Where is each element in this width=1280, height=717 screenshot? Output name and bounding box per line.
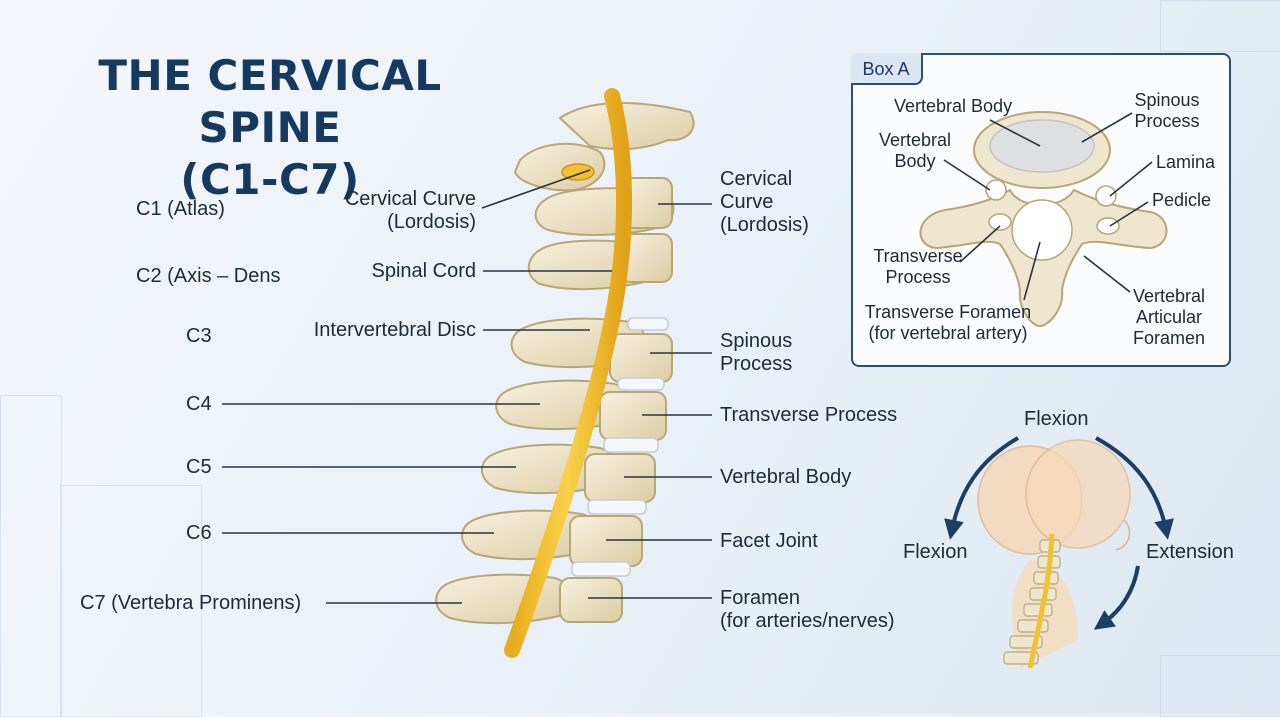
label-c3: C3 <box>186 325 212 348</box>
box-a-text-line: (for vertebral artery) <box>860 323 1036 344</box>
callout-text-line: Cervical <box>720 168 809 191</box>
box-a-vertebral-articular-foramen: Vertebral Articular Foramen <box>1124 286 1214 349</box>
callout-spinal-cord: Spinal Cord <box>371 260 476 283</box>
box-a-pedicle: Pedicle <box>1152 190 1211 211</box>
label-c2: C2 (Axis – Dens <box>136 265 281 288</box>
box-a-text-line: Articular <box>1124 307 1214 328</box>
page-title: THE CERVICAL SPINE (C1-C7) <box>40 50 500 206</box>
callout-text-line: Spinous <box>720 330 792 353</box>
box-a-vertebral-body-top: Vertebral Body <box>894 96 1012 117</box>
box-a-spinous-process: Spinous Process <box>1122 90 1212 132</box>
callout-transverse-process: Transverse Process <box>720 404 897 427</box>
box-a-lamina: Lamina <box>1156 152 1215 173</box>
box-a-text-line: Vertebral <box>870 130 960 151</box>
callout-foramen: Foramen (for arteries/nerves) <box>720 587 895 633</box>
box-a-transverse-foramen: Transverse Foramen (for vertebral artery… <box>860 302 1036 344</box>
label-c1: C1 (Atlas) <box>136 198 225 221</box>
box-a-text-line: Foramen <box>1124 328 1214 349</box>
callout-text-line: Curve <box>720 191 809 214</box>
label-c5: C5 <box>186 456 212 479</box>
callout-cervical-curve-left: Cervical Curve (Lordosis) <box>345 188 476 234</box>
callout-vertebral-body: Vertebral Body <box>720 466 851 489</box>
callout-text-line: (Lordosis) <box>345 211 476 234</box>
motion-label-left: Flexion <box>903 541 967 564</box>
vertebra-c3 <box>529 234 672 289</box>
callout-text-line: (for arteries/nerves) <box>720 610 895 633</box>
callout-text-line: Foramen <box>720 587 895 610</box>
label-c7: C7 (Vertebra Prominens) <box>80 592 301 615</box>
flexion-extension-diagram <box>978 440 1130 668</box>
callout-spinous-process: Spinous Process <box>720 330 792 376</box>
callout-cervical-curve-right: Cervical Curve (Lordosis) <box>720 168 809 237</box>
callout-text-line: Process <box>720 353 792 376</box>
box-a-text-line: Spinous <box>1122 90 1212 111</box>
label-c6: C6 <box>186 522 212 545</box>
callout-intervertebral-disc: Intervertebral Disc <box>314 319 476 342</box>
motion-label-right: Extension <box>1146 541 1234 564</box>
box-a-text-line: Process <box>866 267 970 288</box>
label-c4: C4 <box>186 393 212 416</box>
box-a-text-line: Transverse <box>866 246 970 267</box>
box-a-tab: Box A <box>851 53 923 85</box>
box-a-vertebral-body-left: Vertebral Body <box>870 130 960 172</box>
callout-facet-joint: Facet Joint <box>720 530 818 553</box>
box-a-transverse-process: Transverse Process <box>866 246 970 288</box>
box-a-text-line: Process <box>1122 111 1212 132</box>
atlas-c1-shape <box>515 103 694 190</box>
callout-text-line: (Lordosis) <box>720 214 809 237</box>
box-a-text-line: Vertebral <box>1124 286 1214 307</box>
box-a-text-line: Body <box>870 151 960 172</box>
motion-label-top: Flexion <box>1024 408 1088 431</box>
box-a-text-line: Transverse Foramen <box>860 302 1036 323</box>
page-title-line-1: THE CERVICAL SPINE <box>40 50 500 154</box>
callout-text-line: Cervical Curve <box>345 188 476 211</box>
